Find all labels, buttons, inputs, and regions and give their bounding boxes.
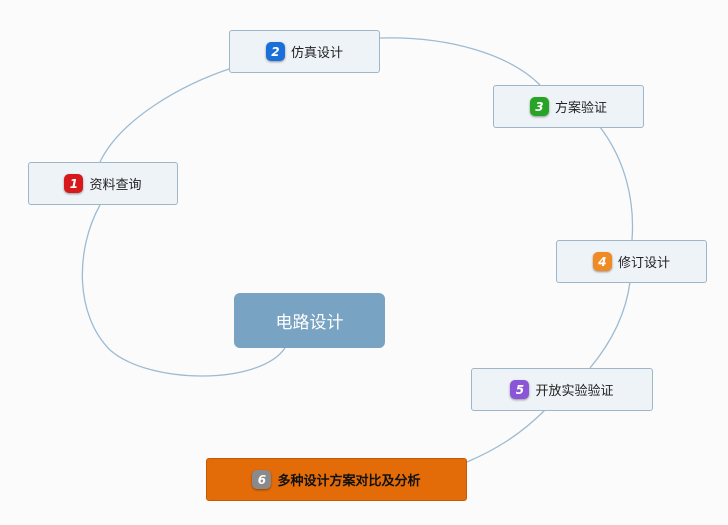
- topic-label: 方案验证: [554, 101, 607, 116]
- topic-node-2[interactable]: 2 仿真设计: [229, 30, 380, 73]
- topic-node-5[interactable]: 5 开放实验验证: [471, 368, 653, 411]
- topic-label: 资料查询: [89, 178, 142, 193]
- topic-label: 多种设计方案对比及分析: [277, 474, 421, 489]
- number-2-icon: 2: [265, 42, 285, 61]
- topic-node-6[interactable]: 6 多种设计方案对比及分析: [206, 458, 467, 501]
- topic-label: 开放实验验证: [535, 384, 614, 399]
- topic-node-3[interactable]: 3 方案验证: [493, 85, 644, 128]
- number-4-icon: 4: [592, 252, 612, 271]
- number-3-icon: 3: [529, 97, 549, 116]
- central-topic[interactable]: 电路设计: [234, 293, 385, 348]
- number-6-icon: 6: [252, 470, 272, 489]
- topic-node-4[interactable]: 4 修订设计: [556, 240, 707, 283]
- topic-label: 仿真设计: [290, 46, 343, 61]
- number-1-icon: 1: [64, 174, 84, 193]
- topic-label: 修订设计: [617, 256, 670, 271]
- topic-node-1[interactable]: 1 资料查询: [28, 162, 178, 205]
- number-5-icon: 5: [510, 380, 530, 399]
